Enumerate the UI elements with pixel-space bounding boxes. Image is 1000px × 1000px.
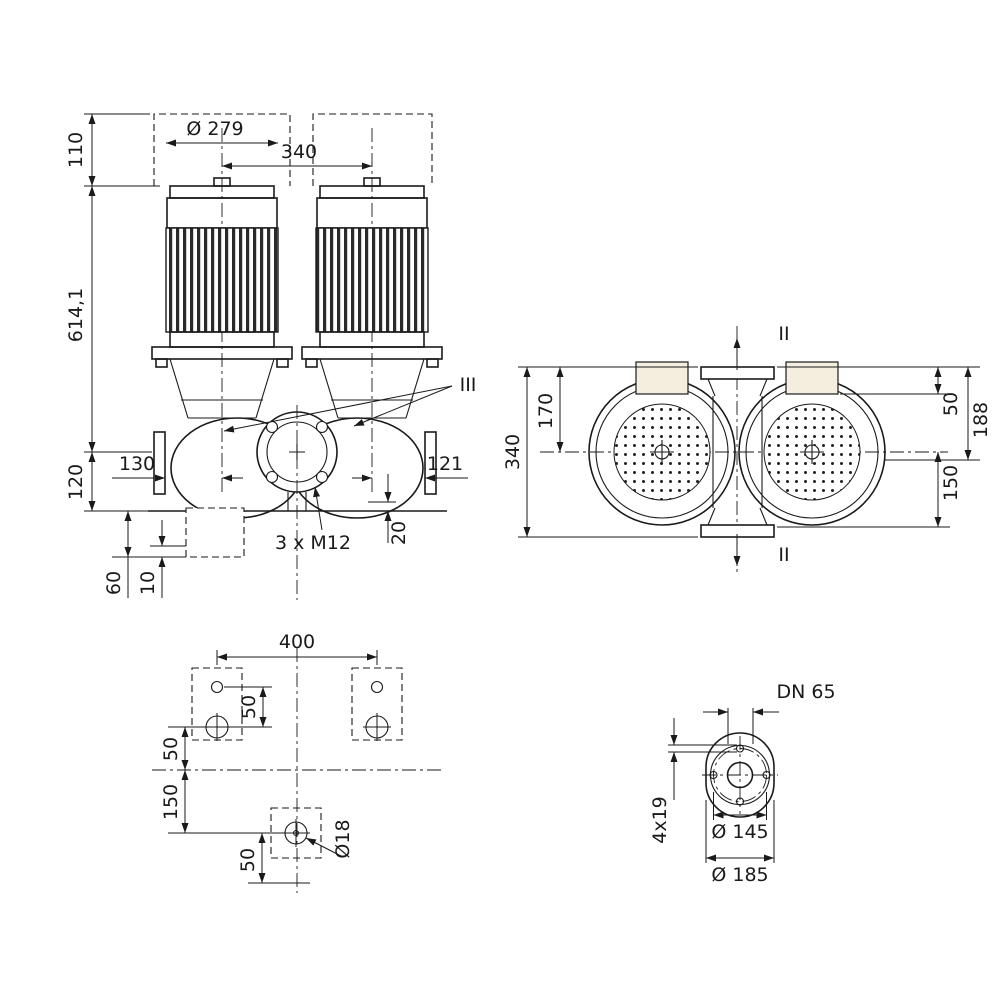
dimension-offsets: 130 121 [112, 453, 468, 482]
dim-60-label: 60 [103, 571, 125, 595]
flange-body [702, 732, 778, 818]
seal-callout: III [223, 374, 477, 433]
dim-50-right-label: 50 [940, 392, 962, 416]
bolt-spec-label: 3 x M12 [275, 532, 351, 554]
dimension-chain-left: 110 614,1 120 [65, 113, 160, 512]
bolt-holes-label: 4x19 [649, 796, 671, 844]
dim-clearance-top-label: 110 [65, 132, 87, 168]
dim-motor-diameter-label: Ø 279 [186, 118, 243, 140]
dim-50-bottom-label: 50 [237, 848, 259, 872]
anchor-pad-bottom [270, 807, 322, 859]
dim-base-height-label: 120 [65, 464, 87, 500]
dim-50-holes-label: 50 [238, 695, 260, 719]
dim-150-left-label: 150 [160, 784, 182, 820]
front-elevation-view: Ø 279 340 [65, 113, 477, 600]
anchor-pad-left [191, 667, 243, 741]
dimension-50-holes: 50 [224, 686, 272, 728]
discharge-flange-face [256, 411, 338, 493]
dim-150-label: 150 [940, 465, 962, 501]
dim-offset-right-label: 121 [427, 453, 463, 475]
top-view: II II 170 340 50 188 150 [502, 323, 992, 572]
motor-removal-envelope [153, 113, 433, 186]
dim-170-label: 170 [535, 393, 557, 429]
dimension-50-bottom: 50 [237, 833, 310, 884]
dimension-bolt-holes: 4x19 [649, 718, 737, 844]
section-arrows: II II [733, 323, 790, 566]
hole-diameter-label: Ø18 [332, 819, 354, 858]
dimension-outer-diameter: Ø 185 [705, 800, 775, 886]
baseplate-plan-view: 400 50 50 150 [152, 631, 442, 893]
bolt-spec-callout: 3 x M12 [275, 486, 351, 554]
section-label-bottom: II [778, 544, 789, 566]
dim-188-label: 188 [970, 402, 992, 438]
flange-detail-view: DN 65 4x19 Ø 145 Ø 185 [649, 681, 836, 886]
dim-10-label: 10 [137, 571, 159, 595]
dim-axis-spacing-label: 340 [281, 141, 317, 163]
foundation-pad: 60 10 [103, 507, 245, 598]
seal-label: III [460, 374, 477, 396]
dimension-motor-diameter: Ø 279 [166, 118, 278, 147]
dimension-20: 20 [368, 474, 410, 545]
plan-dimensions-left: 50 150 [160, 726, 283, 834]
motor-left [151, 177, 293, 419]
pump-casing-top [700, 366, 775, 538]
dimension-dn: DN 65 [703, 681, 836, 744]
dimension-bolt-circle: Ø 145 [711, 792, 769, 843]
dim-400-label: 400 [279, 631, 315, 653]
dim-20-label: 20 [388, 521, 410, 545]
hole-diameter-callout: Ø18 [305, 819, 354, 859]
dim-offset-left-label: 130 [119, 453, 155, 475]
outer-diameter-label: Ø 185 [711, 864, 768, 886]
bolt-circle-label: Ø 145 [711, 821, 768, 843]
dn-label: DN 65 [776, 681, 835, 703]
dim-overall-height-label: 614,1 [65, 288, 87, 342]
anchor-pad-right [351, 667, 403, 741]
pump-volute-body [148, 405, 447, 600]
section-label-top: II [778, 323, 789, 345]
dim-50-left-label: 50 [160, 737, 182, 761]
top-view-dimensions-right: 50 188 150 [777, 366, 992, 528]
dimension-axis-spacing: 340 [222, 141, 372, 170]
top-view-dimensions-left: 170 340 [502, 366, 698, 538]
dim-340-top-label: 340 [502, 434, 524, 470]
fan-cover-left [588, 378, 736, 526]
